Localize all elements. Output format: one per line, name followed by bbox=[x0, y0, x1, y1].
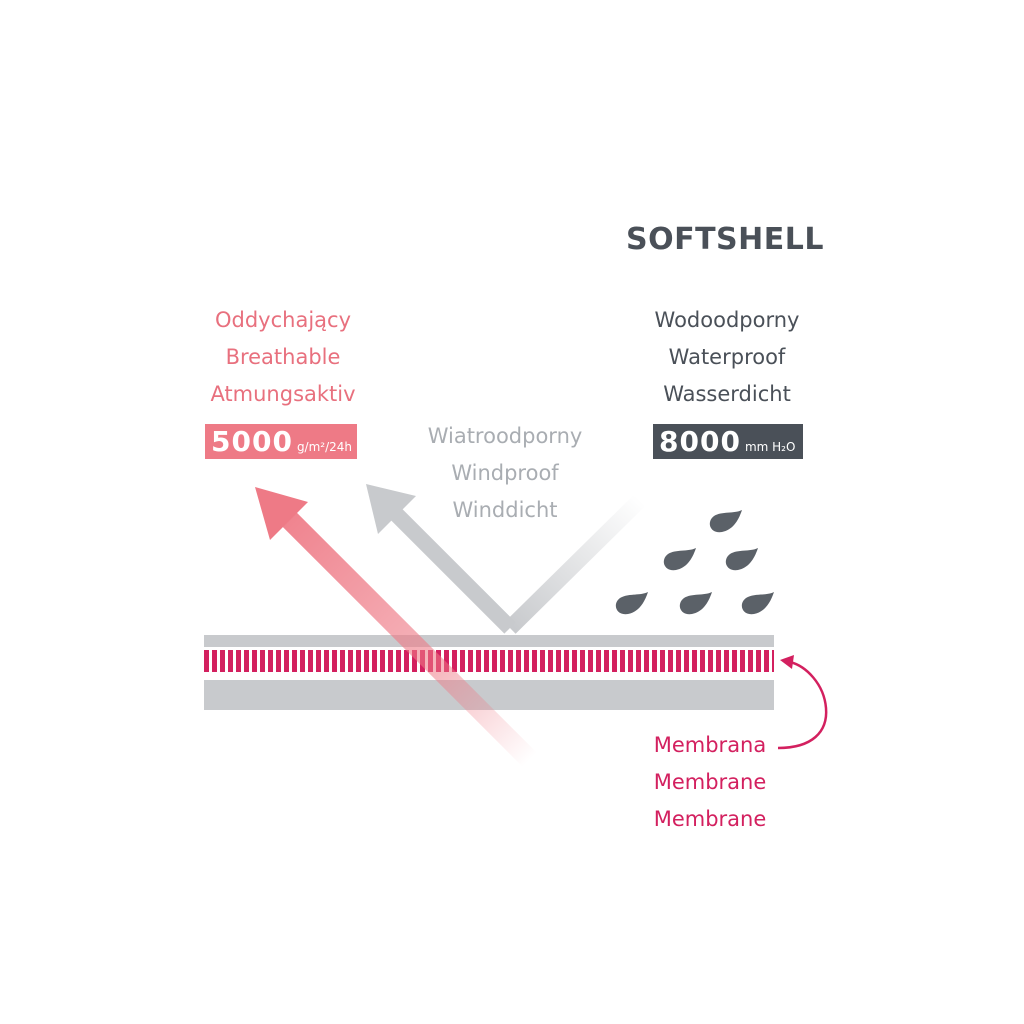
breathable-label-en: Breathable bbox=[225, 345, 341, 369]
breathability-value: 5000 bbox=[211, 425, 293, 458]
windproof-label-de: Winddicht bbox=[452, 498, 558, 522]
waterproof-badge: 8000 mm H₂O bbox=[653, 424, 803, 459]
windproof-label-en: Windproof bbox=[451, 461, 559, 485]
waterproof-label-en: Waterproof bbox=[668, 345, 786, 369]
membrane-label-en: Membrane bbox=[653, 770, 767, 794]
fabric-layers bbox=[204, 635, 774, 710]
waterproof-value: 8000 bbox=[659, 425, 741, 458]
membrane-layer bbox=[204, 650, 774, 672]
membrane-label-pl: Membrana bbox=[653, 733, 767, 757]
breathable-arrow-icon bbox=[255, 487, 538, 768]
windproof-label: Wiatroodporny Windproof Winddicht bbox=[405, 418, 605, 529]
breathable-label-pl: Oddychający bbox=[214, 308, 352, 332]
membrane-label-de: Membrane bbox=[653, 807, 767, 831]
waterproof-label-de: Wasserdicht bbox=[663, 382, 791, 406]
windproof-label-pl: Wiatroodporny bbox=[427, 424, 583, 448]
outer-layer bbox=[204, 635, 774, 647]
rain-drops-icon bbox=[615, 510, 774, 615]
waterproof-label: Wodoodporny Waterproof Wasserdicht bbox=[622, 302, 832, 413]
curved-arrow-icon bbox=[777, 655, 828, 750]
wind-deflect-arrow-icon bbox=[366, 484, 646, 634]
product-title: SOFTSHELL bbox=[625, 222, 824, 257]
breathable-label: Oddychający Breathable Atmungsaktiv bbox=[183, 302, 383, 413]
breathability-unit: g/m²/24h bbox=[296, 440, 353, 454]
membrane-label: Membrana Membrane Membrane bbox=[630, 727, 790, 838]
waterproof-unit: mm H₂O bbox=[744, 440, 796, 454]
breathability-badge: 5000 g/m²/24h bbox=[205, 424, 357, 459]
waterproof-label-pl: Wodoodporny bbox=[654, 308, 800, 332]
breathable-label-de: Atmungsaktiv bbox=[210, 382, 356, 406]
